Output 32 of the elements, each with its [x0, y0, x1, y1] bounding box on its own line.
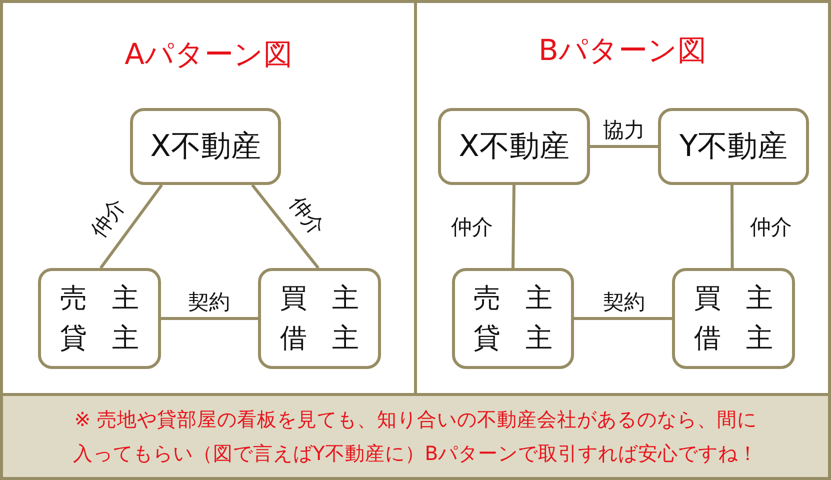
connector-line — [251, 184, 320, 269]
connector-line — [512, 184, 516, 268]
panel — [414, 0, 831, 396]
party-name: 売主 — [474, 282, 578, 316]
party-name: 貸主 — [474, 322, 578, 356]
edge-label: 仲介 — [284, 191, 330, 242]
edge-label: 仲介 — [449, 215, 495, 239]
rounded-box — [452, 268, 574, 369]
panel — [0, 0, 417, 396]
party-name: 貸主 — [60, 322, 164, 356]
connector-line — [590, 145, 658, 148]
rounded-box: X不動産 — [438, 108, 590, 185]
panel-title: Bパターン図 — [538, 33, 708, 67]
party-name: 売主 — [60, 282, 164, 316]
rounded-box: Y不動産 — [658, 108, 809, 185]
connector-line — [100, 184, 163, 269]
edge-label: 仲介 — [748, 215, 794, 239]
connector-line — [161, 317, 258, 320]
panel-title: Aパターン図 — [124, 37, 294, 71]
connector-line — [730, 185, 734, 268]
note-text: ※ 売地や貸部屋の看板を見ても、知り合いの不動産会社があるのなら、間に入ってもらい（図で言えばY不動産に）Bパターンで取引すれば安心ですね！ — [72, 406, 758, 466]
party-name: 借主 — [694, 322, 798, 356]
rounded-box: X不動産 — [130, 108, 281, 185]
edge-label: 仲介 — [84, 192, 132, 244]
connector-line — [574, 317, 672, 320]
rounded-box — [672, 268, 795, 369]
rounded-box — [258, 268, 381, 369]
party-name: 借主 — [280, 322, 384, 356]
rounded-box — [38, 268, 161, 369]
party-name: 買主 — [694, 282, 798, 316]
note-band — [0, 393, 831, 480]
party-name: 買主 — [280, 282, 384, 316]
